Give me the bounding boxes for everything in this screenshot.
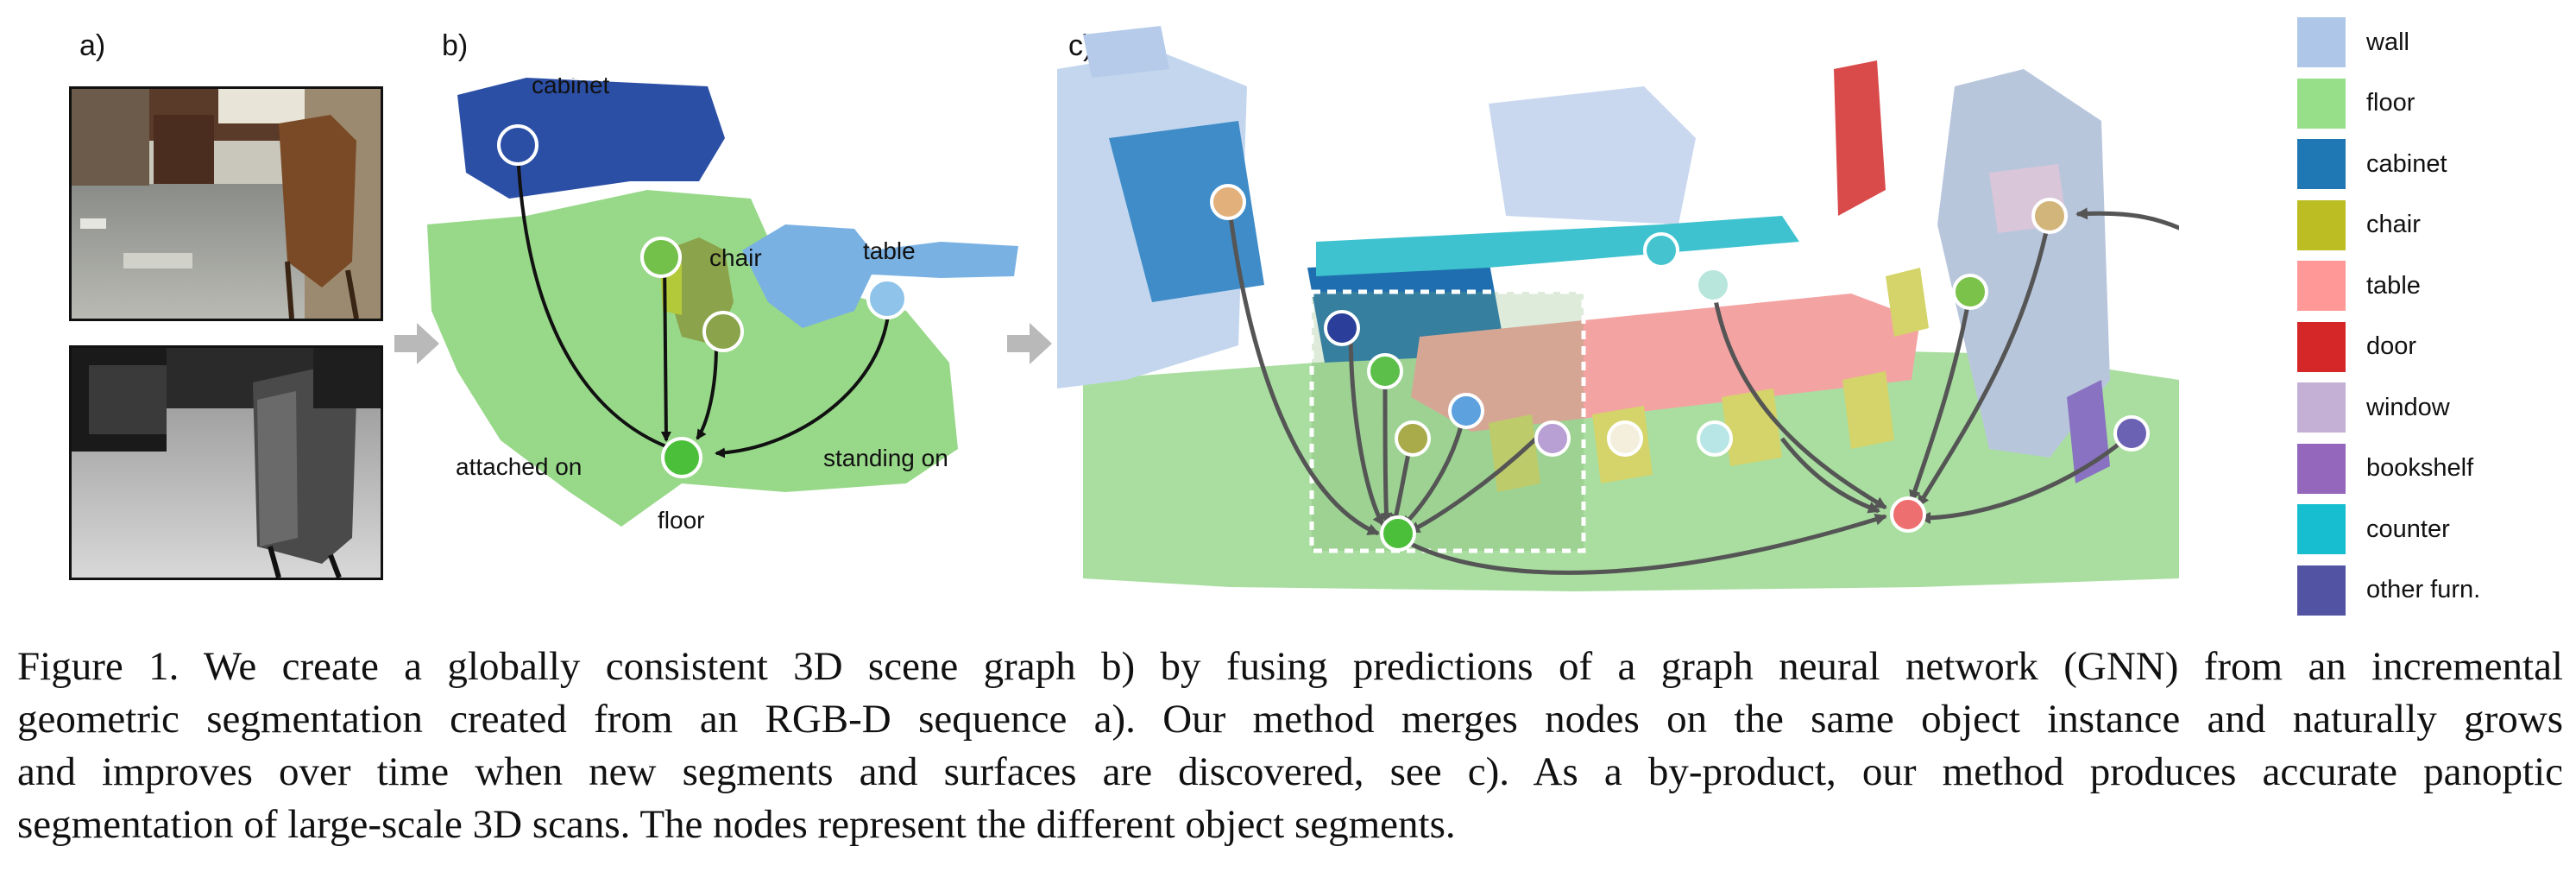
c-node-9 — [1695, 267, 1731, 303]
scene-graph-panel-b: cabinet chair table attached on standing… — [427, 78, 1018, 534]
c-node-6 — [1448, 393, 1484, 429]
figure-caption: Figure 1. We create a globally consisten… — [17, 641, 2563, 851]
panel-label-a: a) — [79, 29, 106, 62]
legend-label: bookshelf — [2366, 454, 2474, 483]
recon-chair-4 — [1842, 371, 1894, 449]
legend-item: window — [2297, 377, 2565, 439]
legend-label: chair — [2366, 211, 2421, 239]
legend-label: cabinet — [2366, 149, 2447, 178]
legend-swatch — [2297, 139, 2346, 190]
recon-chair-3 — [1722, 388, 1782, 466]
legend-swatch — [2297, 321, 2346, 372]
recon-wall-left-2 — [1083, 26, 1169, 78]
legend-swatch — [2297, 17, 2346, 68]
caption-line-3: and improves over time when new segments… — [17, 749, 2563, 794]
rgb-frame-image — [69, 86, 383, 321]
legend-item: chair — [2297, 195, 2565, 256]
node-chair-2 — [702, 311, 744, 352]
legend-swatch — [2297, 565, 2346, 616]
recon-door — [1834, 60, 1886, 216]
edge-cabinet-to-floor — [516, 150, 679, 453]
scene-reconstruction-panel-c — [1057, 26, 2179, 591]
c-edge-8 — [1909, 291, 1973, 502]
arrow-b-to-c-icon — [1007, 323, 1052, 364]
legend-item: wall — [2297, 12, 2565, 73]
c-node-5 — [1395, 420, 1431, 457]
c-node-8 — [1607, 420, 1643, 457]
node-chair — [640, 237, 682, 278]
legend-item: floor — [2297, 73, 2565, 135]
legend-label: other furn. — [2366, 576, 2481, 604]
label-cabinet: cabinet — [532, 78, 610, 98]
legend-swatch — [2297, 382, 2346, 433]
c-edge-12 — [2075, 207, 2179, 231]
node-cabinet — [497, 124, 539, 166]
legend-label: window — [2366, 393, 2450, 421]
legend: wall floor cabinet chair table door window book… — [2297, 12, 2565, 621]
floor-segment — [427, 190, 958, 527]
legend-item: other furn. — [2297, 560, 2565, 622]
c-node-floor — [1380, 515, 1416, 552]
c-edge-10 — [1780, 437, 1880, 514]
legend-item: cabinet — [2297, 134, 2565, 195]
legend-label: wall — [2366, 28, 2409, 56]
caption-line-2: geometric segmentation created from an R… — [17, 697, 2563, 742]
legend-swatch — [2297, 78, 2346, 129]
legend-swatch — [2297, 504, 2346, 555]
c-node-11 — [1952, 274, 1988, 310]
table-segment — [742, 224, 1018, 328]
recon-wall-center — [1489, 86, 1696, 224]
edge-table-to-floor — [715, 293, 891, 458]
c-node-1 — [1210, 184, 1246, 220]
recon-wall-right — [1937, 69, 2110, 458]
legend-swatch — [2297, 199, 2346, 250]
edge-chair2-to-floor — [696, 344, 718, 440]
label-chair: chair — [709, 244, 762, 271]
legend-item: table — [2297, 256, 2565, 317]
c-edge-2 — [1348, 325, 1386, 527]
panel-label-b: b) — [442, 29, 469, 62]
recon-chair-5 — [1886, 268, 1929, 337]
label-floor: floor — [658, 507, 704, 534]
label-table: table — [863, 237, 916, 264]
recon-counter — [1316, 216, 1799, 276]
node-floor — [661, 437, 702, 478]
caption-line-1: Figure 1. We create a globally consisten… — [17, 644, 2563, 689]
legend-swatch — [2297, 261, 2346, 312]
depth-frame-image — [69, 345, 383, 580]
c-node-14 — [2113, 415, 2150, 452]
recon-cabinet-left — [1109, 121, 1264, 302]
cabinet-segment — [457, 78, 725, 199]
legend-label: floor — [2366, 89, 2415, 117]
caption-line-4: segmentation of large-scale 3D scans. Th… — [17, 802, 1456, 847]
c-node-7 — [1534, 420, 1571, 457]
arrow-a-to-b-icon — [394, 323, 439, 364]
c-edge-floor-table — [1401, 513, 1887, 575]
legend-label: table — [2366, 271, 2421, 300]
label-standing-on: standing on — [823, 445, 948, 471]
c-node-4 — [1367, 353, 1403, 389]
recon-chair-1 — [1489, 414, 1540, 492]
node-table — [866, 278, 908, 319]
c-node-3 — [1324, 310, 1360, 346]
c-node-2 — [1643, 232, 1679, 268]
legend-item: counter — [2297, 499, 2565, 560]
c-edge-9 — [1916, 215, 2052, 508]
c-edge-3 — [1380, 372, 1393, 525]
c-edge-11 — [1918, 432, 2133, 524]
legend-item: door — [2297, 317, 2565, 378]
legend-swatch — [2297, 443, 2346, 494]
label-attached-on: attached on — [456, 453, 582, 480]
legend-label: door — [2366, 332, 2417, 361]
legend-item: bookshelf — [2297, 439, 2565, 500]
c-edge-7 — [1710, 284, 1887, 510]
c-edge-6 — [1408, 437, 1538, 534]
c-node-table — [1890, 496, 1926, 533]
recon-table — [1411, 294, 1920, 432]
c-node-10 — [1697, 420, 1733, 457]
c-node-12 — [2031, 198, 2068, 234]
edge-chair-to-floor — [660, 258, 671, 442]
legend-label: counter — [2366, 515, 2450, 543]
c-edge-1 — [1225, 194, 1380, 536]
